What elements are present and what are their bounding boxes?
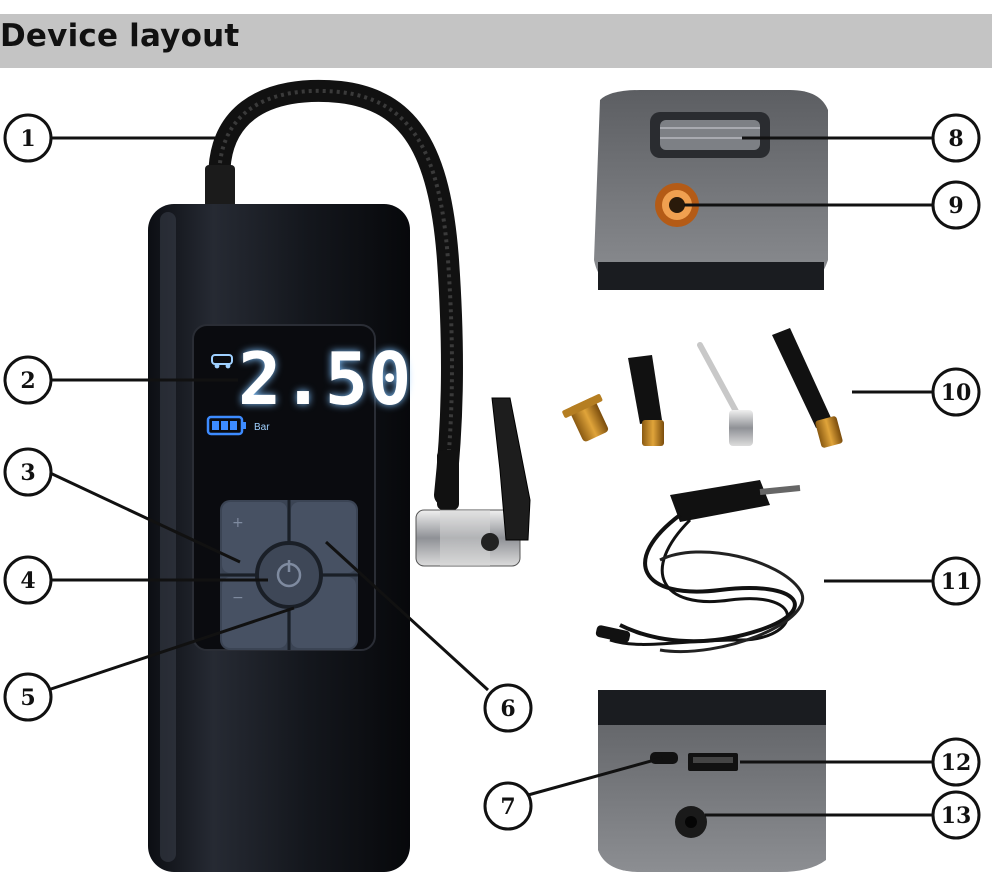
hose-chuck	[415, 397, 531, 567]
power-button	[255, 541, 323, 609]
svg-text:12: 12	[941, 750, 972, 776]
svg-text:+: +	[232, 515, 244, 531]
callout-7: 7	[483, 781, 533, 831]
callout-13: 13	[931, 790, 981, 840]
svg-text:7: 7	[500, 794, 515, 820]
svg-text:6: 6	[500, 696, 515, 722]
header-bar	[0, 14, 992, 68]
device-bottom-end	[598, 690, 826, 872]
callout-11: 11	[931, 556, 981, 606]
svg-text:9: 9	[948, 193, 963, 219]
callout-8: 8	[931, 113, 981, 163]
svg-text:13: 13	[941, 803, 972, 829]
callout-10: 10	[931, 367, 981, 417]
car-charger-cable	[595, 480, 804, 653]
lcd-reading: 2.50	[238, 337, 411, 421]
nozzle-accessories	[562, 328, 843, 448]
callout-2: 2	[3, 355, 53, 405]
svg-text:3: 3	[20, 460, 35, 486]
air-pump-device: 2.50 Bar + −	[148, 79, 531, 872]
svg-text:2: 2	[20, 368, 35, 394]
leader-lines	[47, 136, 934, 817]
callout-5: 5	[3, 672, 53, 722]
svg-text:4: 4	[20, 568, 35, 594]
page-title: Device layout	[0, 18, 240, 54]
charge-indicator	[650, 752, 678, 764]
svg-text:11: 11	[941, 569, 972, 595]
button-pad: + −	[220, 500, 358, 650]
callout-3: 3	[3, 447, 53, 497]
callout-1: 1	[3, 113, 53, 163]
callout-12: 12	[931, 737, 981, 787]
svg-text:5: 5	[20, 685, 35, 711]
air-hose	[208, 79, 463, 506]
device-top-end	[594, 90, 828, 290]
callout-9: 9	[931, 180, 981, 230]
svg-text:10: 10	[941, 380, 972, 406]
callout-markers: 1 2 3 4 5 6 7 8 9 10 11 12 13	[3, 113, 981, 840]
callout-6: 6	[483, 683, 533, 733]
svg-text:1: 1	[20, 126, 35, 152]
battery-icon	[206, 415, 246, 436]
svg-text:−: −	[232, 590, 244, 606]
svg-text:8: 8	[948, 126, 963, 152]
car-icon	[211, 354, 233, 369]
lcd-unit: Bar	[254, 422, 270, 433]
callout-4: 4	[3, 555, 53, 605]
